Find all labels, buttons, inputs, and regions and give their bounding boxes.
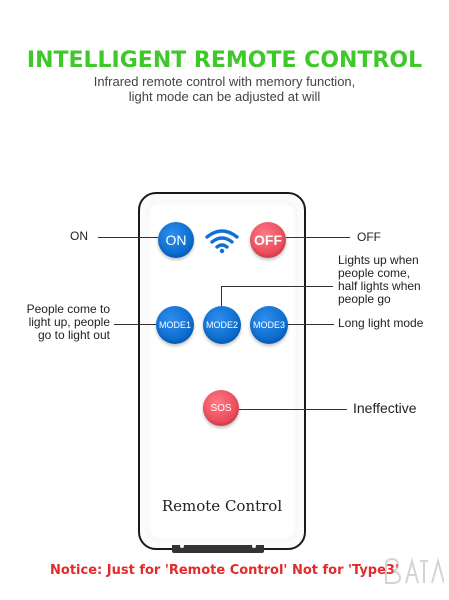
connector-mode2-vertical [221, 286, 222, 306]
on-button[interactable]: ON [158, 222, 194, 258]
connector-mode2-horizontal [221, 286, 333, 287]
annotation-mode2: Lights up when people come, half lights … [338, 254, 421, 306]
wifi-signal-icon [205, 229, 239, 254]
mode1-button[interactable]: MODE1 [156, 306, 194, 344]
annotation-mode1-line-1: People come to [26, 302, 110, 316]
connector-mode1 [114, 324, 156, 325]
annotation-sos: Ineffective [353, 400, 417, 416]
annotation-mode2-line-4: people go [338, 292, 391, 306]
remote-brand-label: Remote Control [161, 497, 283, 515]
annotation-mode1: People come to light up, people go to li… [6, 303, 110, 342]
off-button[interactable]: OFF [250, 222, 286, 258]
annotation-mode1-line-2: light up, people [28, 315, 110, 329]
notice-text: Notice: Just for 'Remote Control' Not fo… [50, 563, 399, 578]
connector-off [286, 237, 350, 238]
connector-on [98, 237, 158, 238]
annotation-mode2-line-1: Lights up when [338, 253, 419, 267]
annotation-mode3: Long light mode [338, 316, 424, 330]
sos-button[interactable]: SOS [203, 390, 239, 426]
annotation-mode2-line-2: people come, [338, 266, 411, 280]
connector-sos [239, 409, 347, 410]
remote-battery-tab [172, 544, 264, 553]
annotation-mode2-line-3: half lights when [338, 279, 421, 293]
mode3-button[interactable]: MODE3 [250, 306, 288, 344]
connector-mode3 [288, 324, 334, 325]
subtitle-line-2: light mode can be adjusted at will [128, 89, 321, 104]
watermark-logo [385, 557, 444, 584]
annotation-on: ON [70, 229, 88, 243]
page-subtitle: Infrared remote control with memory func… [0, 74, 449, 104]
mode2-button[interactable]: MODE2 [203, 306, 241, 344]
page-title: INTELLIGENT REMOTE CONTROL [26, 48, 423, 73]
annotation-mode1-line-3: go to light out [37, 328, 110, 342]
annotation-off: OFF [357, 230, 381, 244]
subtitle-line-1: Infrared remote control with memory func… [93, 74, 356, 89]
